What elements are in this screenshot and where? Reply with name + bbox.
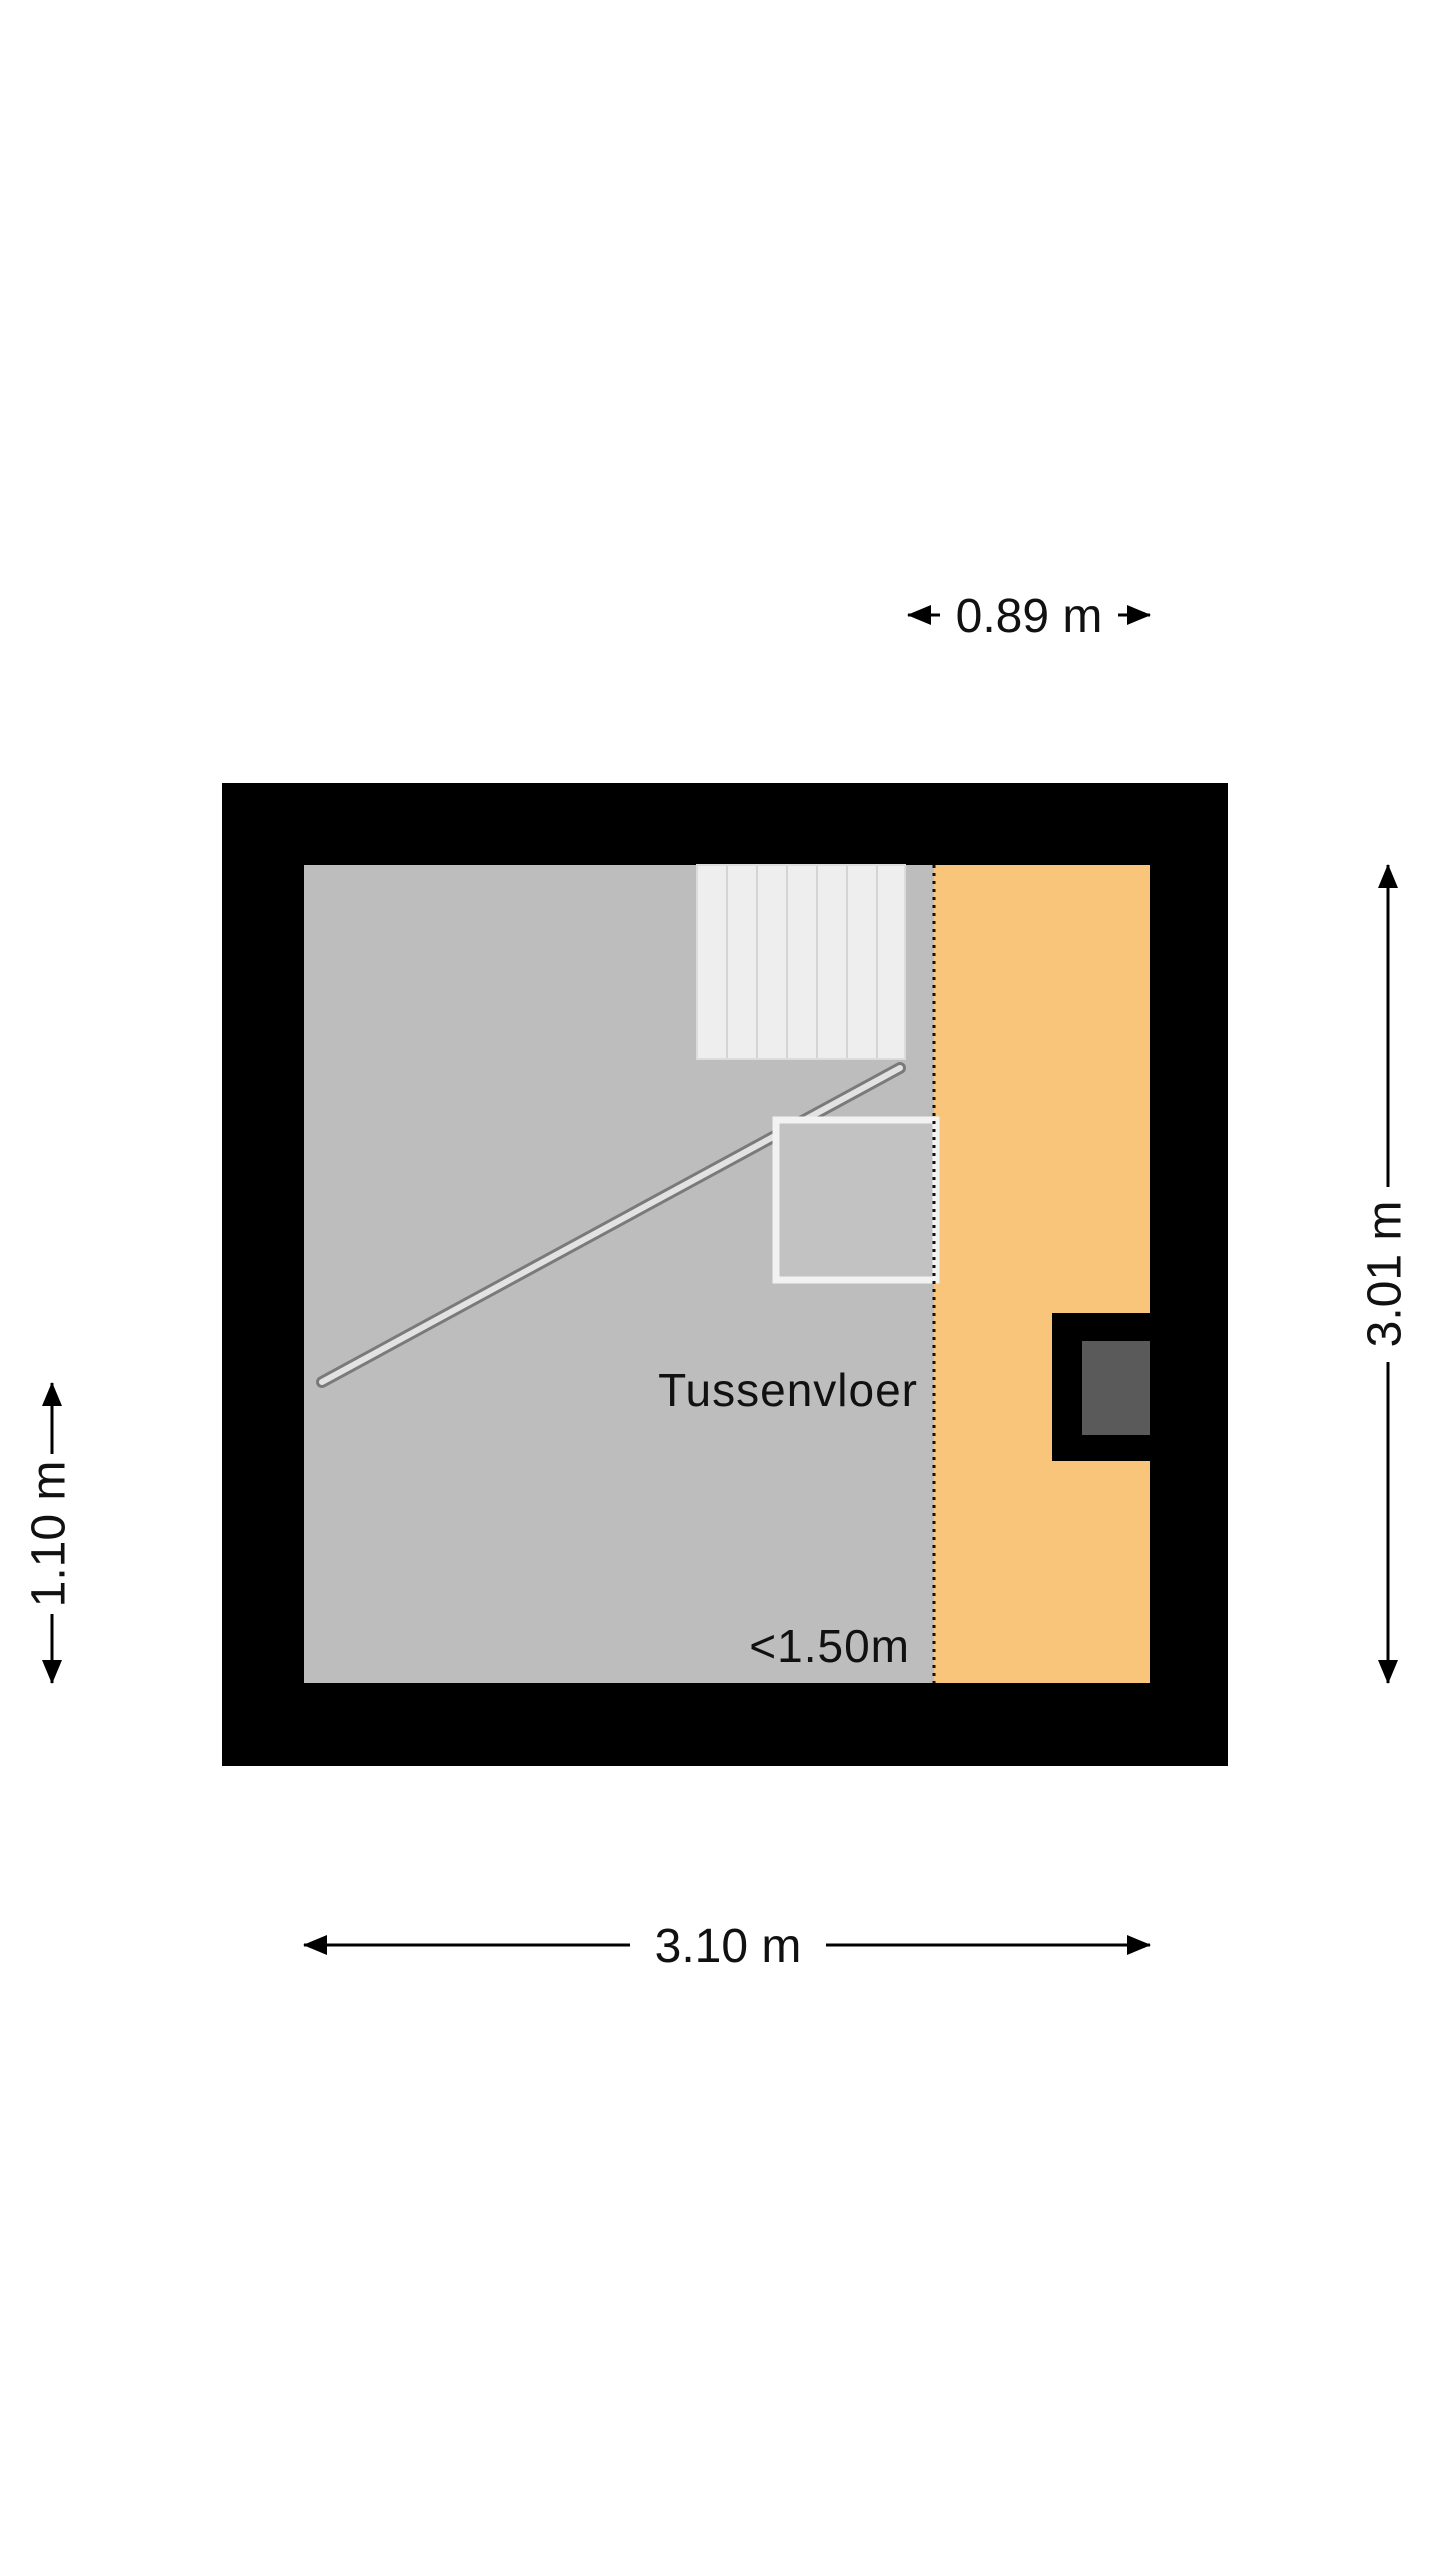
dimension-bottom: 3.10 m [303, 1920, 1151, 1973]
dimension-left-label: 1.10 m [23, 1461, 76, 1608]
room-label: Tussenvloer [658, 1364, 918, 1416]
dimension-right-label: 3.01 m [1359, 1201, 1412, 1348]
dimension-bottom-label: 3.10 m [655, 1920, 802, 1973]
dimension-top: 0.89 m [907, 590, 1151, 643]
low-height-zone [934, 865, 1150, 1683]
dimension-right: 3.01 m [1359, 864, 1412, 1684]
low-height-label: <1.50m [749, 1620, 910, 1672]
staircase [696, 864, 906, 1060]
dimension-left: 1.10 m [23, 1382, 76, 1684]
hatch [772, 1116, 940, 1284]
dimension-top-label: 0.89 m [956, 590, 1103, 643]
window [1052, 1313, 1150, 1461]
